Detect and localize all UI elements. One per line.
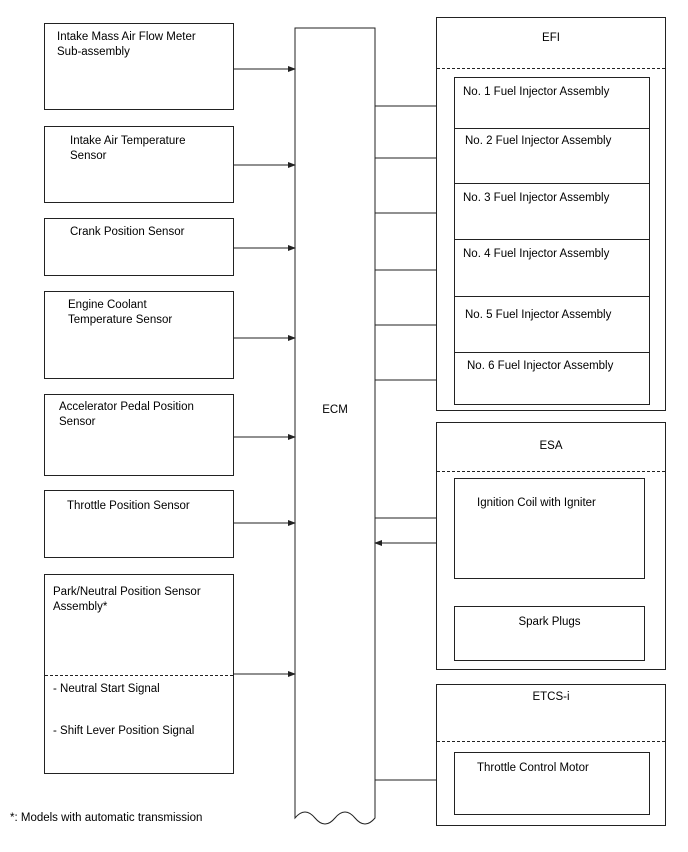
pnp-signal-shift: - Shift Lever Position Signal (53, 725, 195, 737)
pnp-signal-neutral: - Neutral Start Signal (53, 683, 160, 695)
crank-sensor-label: Crank Position Sensor (70, 226, 185, 238)
crank-sensor-box: Crank Position Sensor (44, 218, 234, 276)
injector-5-box: No. 5 Fuel Injector Assembly (454, 296, 650, 353)
ect-sensor-box: Engine Coolant Temperature Sensor (44, 291, 234, 379)
injector-4-box: No. 4 Fuel Injector Assembly (454, 239, 650, 297)
iat-sensor-label: Intake Air Temperature Sensor (70, 135, 186, 162)
injector-1-box: No. 1 Fuel Injector Assembly (454, 77, 650, 129)
accel-sensor-box: Accelerator Pedal Position Sensor (44, 394, 234, 476)
injector-2-label: No. 2 Fuel Injector Assembly (465, 135, 612, 147)
etcs-title: ETCS-i (532, 691, 570, 703)
throttle-sensor-box: Throttle Position Sensor (44, 490, 234, 558)
esa-divider (437, 471, 665, 472)
accel-sensor-label: Accelerator Pedal Position Sensor (59, 401, 194, 428)
efi-divider (437, 68, 665, 69)
injector-1-label: No. 1 Fuel Injector Assembly (463, 86, 610, 98)
maf-sensor-box: Intake Mass Air Flow Meter Sub-assembly (44, 23, 234, 110)
footnote: *: Models with automatic transmission (10, 812, 203, 824)
pnp-sensor-title: Park/Neutral Position Sensor Assembly* (53, 586, 201, 613)
pnp-divider (45, 675, 233, 676)
esa-title: ESA (539, 440, 563, 452)
ignition-coil-label: Ignition Coil with Igniter (477, 497, 596, 509)
injector-6-box: No. 6 Fuel Injector Assembly (454, 352, 650, 405)
throttle-motor-box: Throttle Control Motor (454, 752, 650, 815)
injector-5-label: No. 5 Fuel Injector Assembly (465, 309, 612, 321)
ect-sensor-label: Engine Coolant Temperature Sensor (68, 299, 173, 326)
spark-plugs-box: Spark Plugs (454, 606, 645, 661)
iat-sensor-box: Intake Air Temperature Sensor (44, 126, 234, 203)
ignition-coil-box: Ignition Coil with Igniter (454, 478, 645, 579)
efi-title: EFI (542, 32, 560, 44)
injector-4-label: No. 4 Fuel Injector Assembly (463, 248, 610, 260)
throttle-sensor-label: Throttle Position Sensor (67, 500, 190, 512)
throttle-motor-label: Throttle Control Motor (477, 762, 589, 774)
pnp-sensor-box: Park/Neutral Position Sensor Assembly* -… (44, 574, 234, 774)
injector-3-label: No. 3 Fuel Injector Assembly (463, 192, 610, 204)
spark-plugs-label: Spark Plugs (518, 616, 581, 628)
injector-6-label: No. 6 Fuel Injector Assembly (467, 360, 614, 372)
maf-sensor-label: Intake Mass Air Flow Meter Sub-assembly (57, 31, 196, 58)
ecm-block (294, 27, 376, 825)
injector-2-box: No. 2 Fuel Injector Assembly (454, 128, 650, 184)
etcs-divider (437, 741, 665, 742)
injector-3-box: No. 3 Fuel Injector Assembly (454, 183, 650, 240)
ecm-label: ECM (322, 404, 348, 416)
